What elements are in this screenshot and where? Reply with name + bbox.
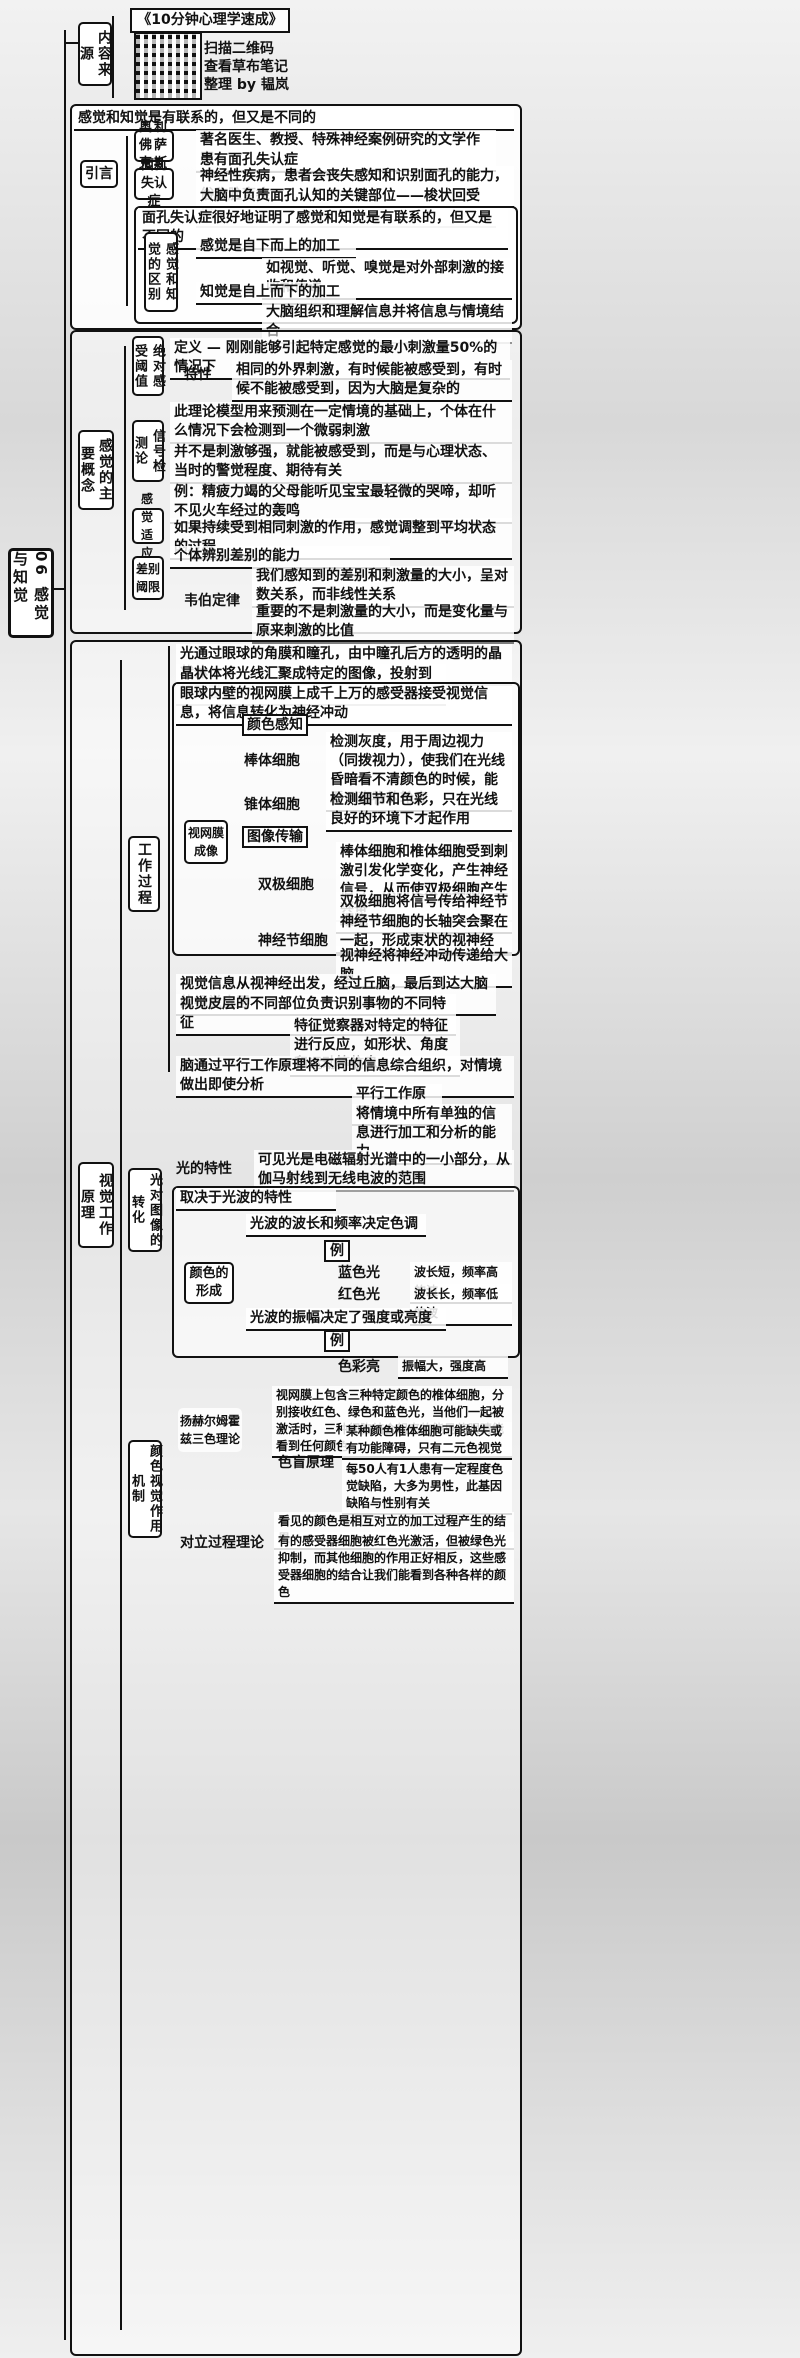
wave-c2: 光波的振幅决定了强度或亮度 [246,1308,446,1331]
trichrome-label: 扬赫尔姆霍兹三色理论 [178,1408,242,1452]
cone-label: 锥体细胞 [244,797,300,813]
ganglion-label: 神经节细胞 [258,933,328,949]
root-link [48,588,64,590]
book-title: 《10分钟心理学速成》 [130,8,290,33]
example-1-label: 例 [324,1240,350,1262]
sense-text: 感觉是自下而上的加工 [196,236,356,259]
colorblind-label: 色盲原理 [278,1455,334,1471]
abs-node: 绝对感受阈值 [132,336,165,396]
rod-label: 棒体细胞 [244,753,300,769]
signal-item-1: 此理论模型用来预测在一定情境的基础上，个体在什么情况下会检测到一个微弱刺激 [170,402,512,444]
intro-headline: 感觉和知觉是有联系的，但又是不同的 [74,108,514,131]
light-prop-label: 光的特性 [176,1161,232,1177]
abs-trait-detail: 相同的外界刺激，有时候能被感受到，有时候不能被感受到，因为大脑是复杂的 [232,360,512,402]
main-spine [64,30,66,2340]
signal-item-2: 并不是刺激够强，就能被感受到，而是与心理状态、当时的警觉程度、期待有关 [170,442,512,484]
process-step-5: 脑通过平行工作原理将不同的信息综合组织，对情境做出即使分析 [176,1056,514,1098]
cone-detail: 检测细节和色彩，只在光线良好的环境下才起作用 [326,790,512,832]
blue-label: 蓝色光 [338,1265,380,1281]
signal-node: 信号检测论 [132,420,165,482]
colorblind-item-2: 每50人有1人患有一定程度色觉缺陷，大多为男性，此基因缺陷与性别有关 [342,1460,512,1515]
process-node: 工作过程 [128,836,160,912]
image-relay-label: 图像传输 [242,826,308,848]
vision-node: 视觉工作原理 [78,1162,114,1248]
bright-label: 色彩亮 [338,1359,380,1375]
concepts-node: 感觉的主要概念 [78,430,114,510]
scan-line-3: 整理 by 韫岚 [204,77,289,93]
color-form-node: 颜色的形成 [184,1262,234,1304]
signal-item-3: 例：精疲力竭的父母能听见宝宝最轻微的哭啼，却听不见火车经过的轰鸣 [170,482,512,524]
diffth-node: 差别阈限 [132,556,164,600]
red-detail: 波长长，频率低的波 [410,1284,512,1326]
abs-trait: 特性 [184,367,212,383]
bright-detail: 振幅大，强度高 [398,1356,508,1379]
retina-node: 视网膜成像 [184,820,228,864]
source-node: 内容来源 [78,22,112,86]
light-prop-detail: 可见光是电磁辐射光谱中的一小部分，从伽马射线到无线电波的范围 [254,1150,514,1192]
colorvision-node: 颜色视觉作用机制 [128,1440,162,1538]
color-perception-label: 颜色感知 [242,714,308,736]
intro-node: 引言 [80,160,118,188]
process-bracket [168,646,170,1072]
vision-bracket [120,660,122,2330]
scan-line-1: 扫描二维码 [204,41,274,57]
source-link [64,42,78,44]
intro-bracket [126,136,128,306]
weber-label: 韦伯定律 [184,593,240,609]
retina-head: 眼球内壁的视网膜上成千上万的感受器接受视觉信息，将信息转化为神经冲动 [176,684,512,726]
colorblind-item-1: 某种颜色椎体细胞可能缺失或有功能障碍，只有二元色视觉 [342,1422,512,1460]
weber-item-1: 我们感知到的差别和刺激量的大小，呈对数关系，而非线性关系 [252,566,514,608]
diff-node: 感觉和知觉的区别 [144,232,178,312]
scan-line-2: 查看草布笔记 [204,59,288,75]
prosop-node: 面孔失认症 [134,158,174,209]
qr-code-icon[interactable] [134,32,202,100]
opponent-item-2: 有的感受器细胞被红色光激活，但被绿色光抑制，而其他细胞的作用正好相反，这些感受器… [274,1532,514,1604]
weber-item-2: 重要的不是刺激量的大小，而是变化量与原来刺激的比值 [252,602,514,644]
wave-label: 取决于光波的特性 [176,1188,336,1211]
opponent-label: 对立过程理论 [180,1535,264,1551]
root-topic: 06 感觉与知觉 [8,548,54,638]
wave-c1: 光波的波长和频率决定色调 [246,1214,426,1237]
example-2-label: 例 [324,1330,350,1352]
concepts-bracket [124,346,126,610]
adapt-node: 感觉适应 [132,492,164,560]
red-label: 红色光 [338,1287,380,1303]
source-bracket [112,16,114,98]
bipolar-label: 双极细胞 [258,877,314,893]
light-node: 光对图像的转化 [128,1168,162,1252]
